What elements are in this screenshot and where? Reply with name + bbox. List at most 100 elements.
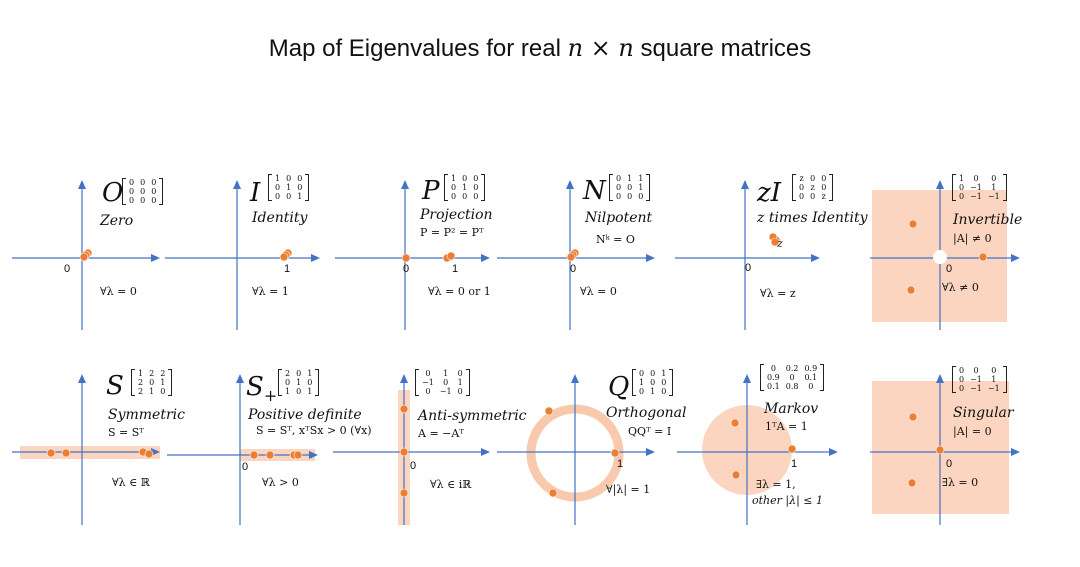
bracket-right — [168, 369, 173, 396]
anti-symmetric-name: Anti-symmetric — [418, 408, 527, 424]
matrix-entry: 0 — [959, 192, 965, 201]
matrix-entry: 1 — [639, 378, 645, 387]
markov-eigen-statement-2: other |λ| ≤ 1 — [752, 494, 823, 507]
z-identity-x-arrow — [811, 254, 820, 262]
matrix-entry: 1 — [307, 369, 313, 378]
matrix-entry: 1 — [661, 369, 667, 378]
positive-definite-eigenvalue-point — [249, 450, 259, 460]
symbol-letter: I — [250, 178, 261, 208]
matrix-entry: 1 — [451, 174, 457, 183]
symbol-subscript: + — [263, 386, 278, 406]
matrix-entry: 1 — [149, 387, 155, 396]
matrix-entry: 0 — [129, 196, 135, 205]
orthogonal-y-arrow — [571, 374, 579, 383]
matrix-entry: 0 — [129, 178, 135, 187]
symmetric-eigen-statement: ∀λ ∈ ℝ — [112, 476, 150, 489]
bracket-left — [952, 174, 956, 201]
bracket-right — [829, 174, 834, 201]
bracket-left — [122, 178, 126, 205]
anti-symmetric-eigen-statement: ∀λ ∈ iℝ — [430, 478, 472, 491]
matrix-entry: −1 — [970, 192, 982, 201]
matrix-entry: 0 — [307, 378, 313, 387]
invertible-name: Invertible — [953, 212, 1023, 228]
symbol-letter: N — [583, 176, 606, 206]
markov-eigen-statement: ∃λ = 1, — [756, 478, 796, 491]
matrix-entry: 1 — [627, 174, 633, 183]
markov-tick-label: 1 — [791, 458, 798, 470]
z-identity-eigenvalue-point — [770, 237, 780, 247]
z-identity-y-arrow — [741, 180, 749, 189]
singular-eigenvalue-point — [907, 478, 917, 488]
matrix-entry: 0 — [808, 382, 814, 391]
matrix-entry: 0 — [973, 174, 979, 183]
z-identity-name: z times Identity — [757, 210, 868, 226]
orthogonal-eigenvalue-point — [544, 406, 554, 416]
orthogonal-eigenvalue-point — [610, 448, 620, 458]
matrix-entry: 0 — [160, 387, 166, 396]
bracket-right — [481, 174, 486, 201]
matrix-entry: 0 — [616, 174, 622, 183]
invertible-formula: |A| ≠ 0 — [953, 232, 992, 245]
nilpotent-formula: Nᵏ = O — [596, 233, 635, 246]
matrix-entry: 0 — [959, 375, 965, 384]
matrix-entry: 0 — [473, 192, 479, 201]
matrix-entry: 0 — [770, 364, 776, 373]
symbol-letter: S — [106, 371, 124, 401]
orthogonal-eigenvalue-point — [548, 488, 558, 498]
matrix-entry: 1 — [285, 387, 291, 396]
page-title: Map of Eigenvalues for real n × n square… — [268, 34, 812, 62]
zero-eigen-statement: ∀λ = 0 — [100, 285, 137, 298]
anti-symmetric-tick-label: 0 — [410, 460, 417, 472]
invertible-eigenvalue-point — [906, 285, 916, 295]
z-identity-symbol: zI — [757, 180, 781, 206]
matrix-entry: 0 — [149, 378, 155, 387]
z-identity-tick-label: 0 — [745, 262, 752, 274]
matrix-entry: 0 — [959, 384, 965, 393]
invertible-x-arrow — [1011, 254, 1020, 262]
positive-definite-x-arrow — [309, 451, 318, 459]
bracket-right — [646, 174, 651, 201]
positive-definite-eigenvalue-point — [293, 450, 303, 460]
symmetric-name: Symmetric — [108, 407, 185, 423]
matrix-entry: 0 — [799, 192, 805, 201]
singular-eigen-statement: ∃λ = 0 — [942, 476, 979, 489]
matrix-entry: 1 — [638, 183, 644, 192]
matrix-entry: 0 — [991, 366, 997, 375]
invertible-tick-label: 0 — [946, 263, 953, 275]
zero-tick-label: 0 — [64, 263, 71, 275]
matrix-entry: 2 — [160, 369, 166, 378]
matrix-entry: 0 — [140, 196, 146, 205]
matrix-entry: 0 — [810, 174, 816, 183]
matrix-entry: 0 — [661, 378, 667, 387]
matrix-row: 0−1−1 — [956, 192, 1003, 201]
matrix-entry: 1 — [991, 375, 997, 384]
identity-symbol: I — [250, 180, 260, 206]
matrix-entry: 0 — [959, 183, 965, 192]
anti-symmetric-eigenvalue-point — [399, 447, 409, 457]
matrix-entry: 0 — [451, 192, 457, 201]
matrix-entry: 0.2 — [785, 364, 799, 373]
matrix-entry: 0 — [639, 369, 645, 378]
nilpotent-name: Nilpotent — [585, 210, 653, 226]
matrix-entry: 0 — [457, 387, 463, 396]
projection-x-arrow — [481, 254, 490, 262]
projection-y-arrow — [401, 180, 409, 189]
matrix-entry: 0 — [473, 183, 479, 192]
orthogonal-formula: QQᵀ = I — [628, 425, 672, 438]
